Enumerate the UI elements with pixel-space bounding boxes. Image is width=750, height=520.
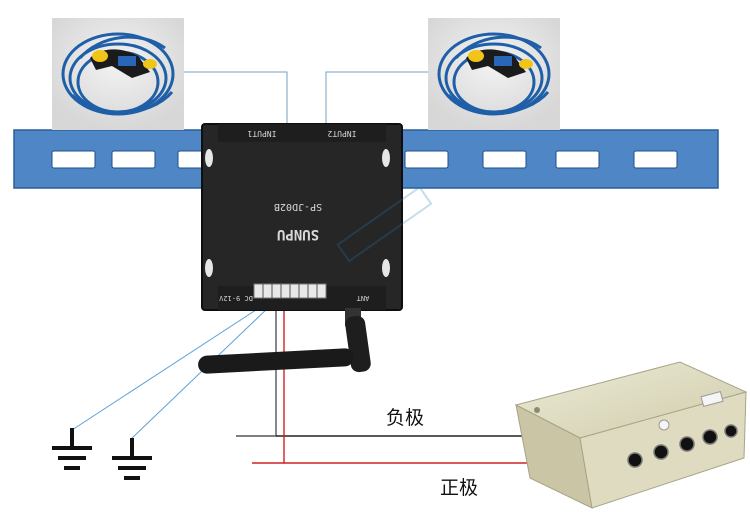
terminal-block <box>253 283 327 299</box>
power-label: DC 9-12V <box>218 294 253 302</box>
input1-label: INPUT1 <box>247 129 276 138</box>
wrist-strap-icon <box>52 18 184 130</box>
power-supply-icon <box>514 361 748 509</box>
antenna-port-label: ANT <box>356 294 369 302</box>
power-wires <box>236 306 556 464</box>
positive-label: 正极 <box>440 477 478 499</box>
ground-wires <box>71 305 271 441</box>
watermark-logo <box>336 185 433 263</box>
antenna-icon <box>198 308 371 374</box>
negative-label: 负极 <box>386 407 424 429</box>
input-wires <box>176 71 430 124</box>
brand-label: SUNPU <box>277 226 319 242</box>
input2-label: INPUT2 <box>327 129 356 138</box>
controller-device: INPUT1 INPUT2 SP-JD02B SUNPU DC 9-12V AN… <box>201 123 403 311</box>
ground-icon <box>112 438 152 480</box>
model-label: SP-JD02B <box>274 201 322 212</box>
ground-icon <box>52 428 92 470</box>
wrist-strap-icon <box>428 18 560 130</box>
